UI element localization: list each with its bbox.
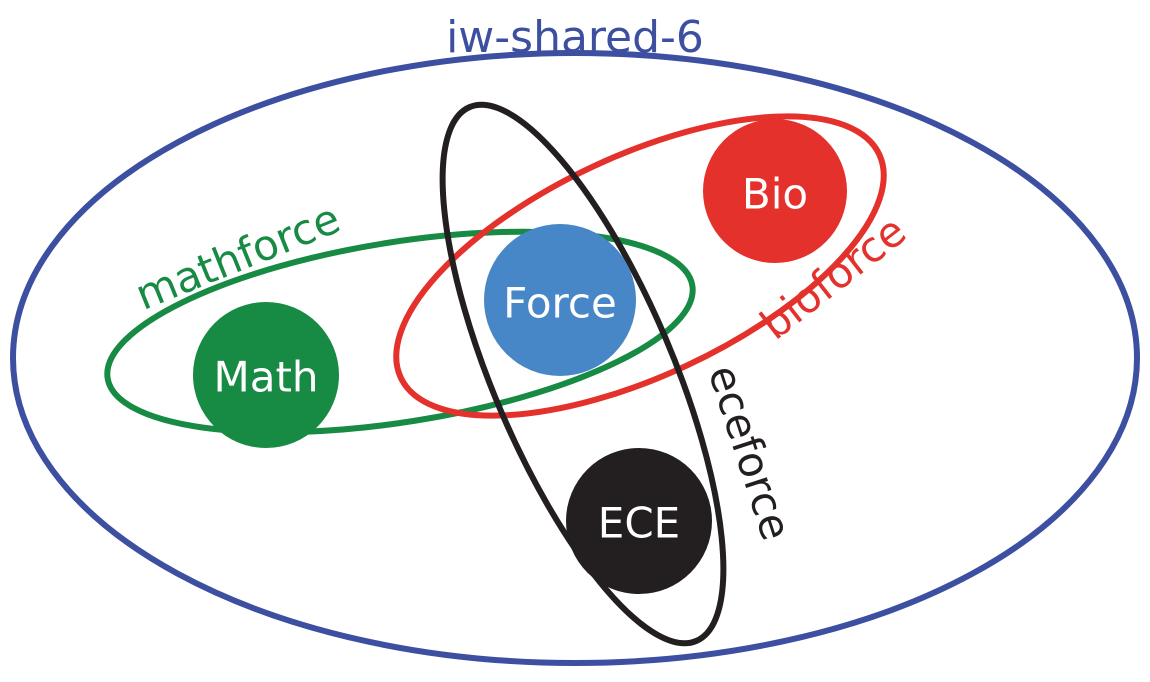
node-circle-bio bbox=[703, 119, 847, 263]
node-label-bio: Bio bbox=[742, 170, 808, 219]
node-label-ece: ECE bbox=[598, 499, 680, 548]
group-label-eceforce: eceforce bbox=[699, 359, 801, 546]
group-ellipse-mathforce bbox=[104, 228, 696, 436]
node-force: Force bbox=[484, 224, 636, 376]
node-circle-math bbox=[193, 302, 339, 448]
group-label-shared: iw-shared-6 bbox=[446, 12, 704, 63]
node-label-math: Math bbox=[213, 353, 318, 402]
node-label-force: Force bbox=[503, 279, 617, 328]
node-math: Math bbox=[193, 302, 339, 448]
group-ellipse-shared bbox=[10, 50, 1140, 666]
node-circle-force bbox=[484, 224, 636, 376]
node-ece: ECE bbox=[566, 448, 712, 594]
group-ellipse-bioforce bbox=[393, 113, 887, 419]
node-circle-ece bbox=[566, 448, 712, 594]
group-ellipse-eceforce bbox=[439, 101, 727, 647]
node-bio: Bio bbox=[703, 119, 847, 263]
